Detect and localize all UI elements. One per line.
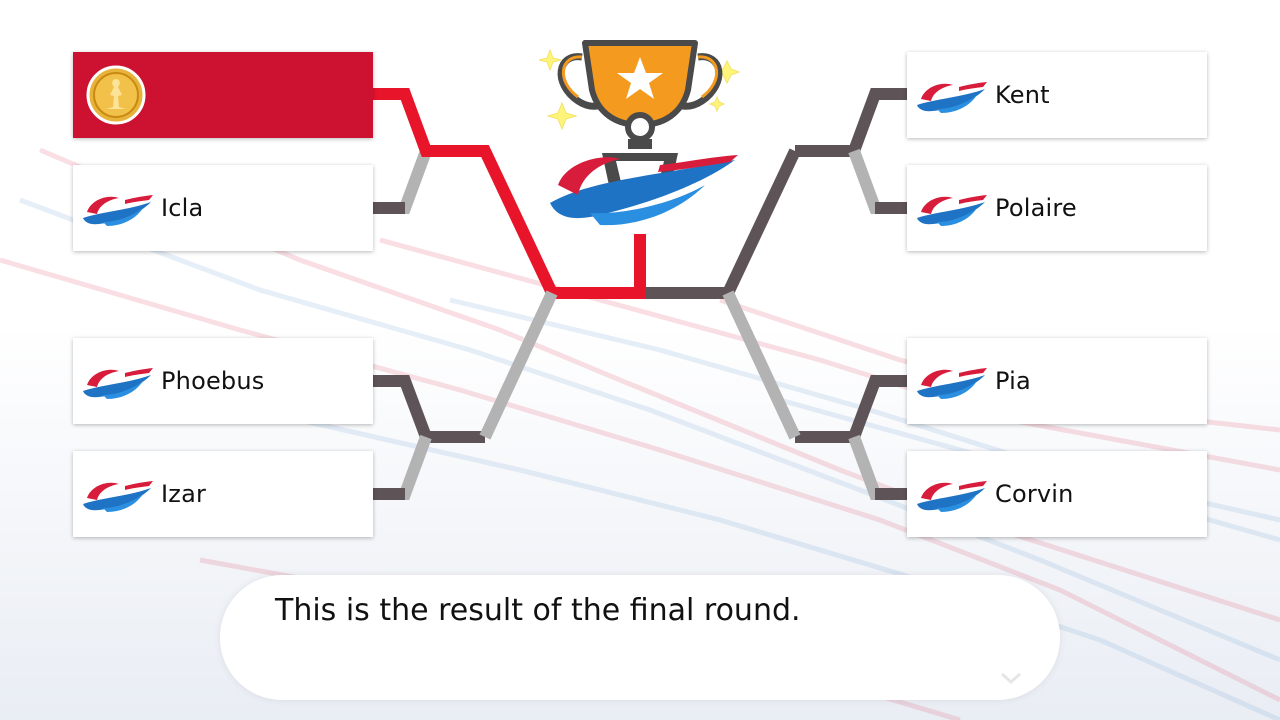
league-logo-icon [83, 481, 153, 512]
league-logo-icon [917, 82, 987, 113]
player-name-icla: Icla [161, 194, 204, 222]
league-logo-icon [83, 368, 153, 399]
bracket-slot-right-4: Corvin [907, 451, 1207, 537]
bracket-slot-right-3: Pia [907, 338, 1207, 424]
bracket-slot-left-2: Icla [73, 165, 373, 251]
player-name-phoebus: Phoebus [161, 367, 265, 395]
bracket-slot-right-2: Polaire [907, 165, 1207, 251]
bracket-slot-left-3: Phoebus [73, 338, 373, 424]
bracket-slot-left-4: Izar [73, 451, 373, 537]
player-name-corvin: Corvin [995, 480, 1074, 508]
league-logo-icon [83, 195, 153, 226]
player-name-pia: Pia [995, 367, 1031, 395]
league-logo-icon [917, 368, 987, 399]
player-name-polaire: Polaire [995, 194, 1077, 222]
dialog-message: This is the result of the final round. [275, 593, 801, 628]
player-name-izar: Izar [161, 480, 207, 508]
league-logo-icon [917, 481, 987, 512]
trophy-icon [538, 40, 741, 226]
bracket-slot-left-1-winner [73, 52, 373, 138]
player-name-kent: Kent [995, 81, 1050, 109]
advance-arrow-icon [1001, 672, 1021, 684]
league-logo-icon [917, 195, 987, 226]
medal-icon [86, 65, 146, 125]
dialog-box[interactable]: This is the result of the final round. [220, 575, 1060, 700]
bracket-slot-right-1: Kent [907, 52, 1207, 138]
